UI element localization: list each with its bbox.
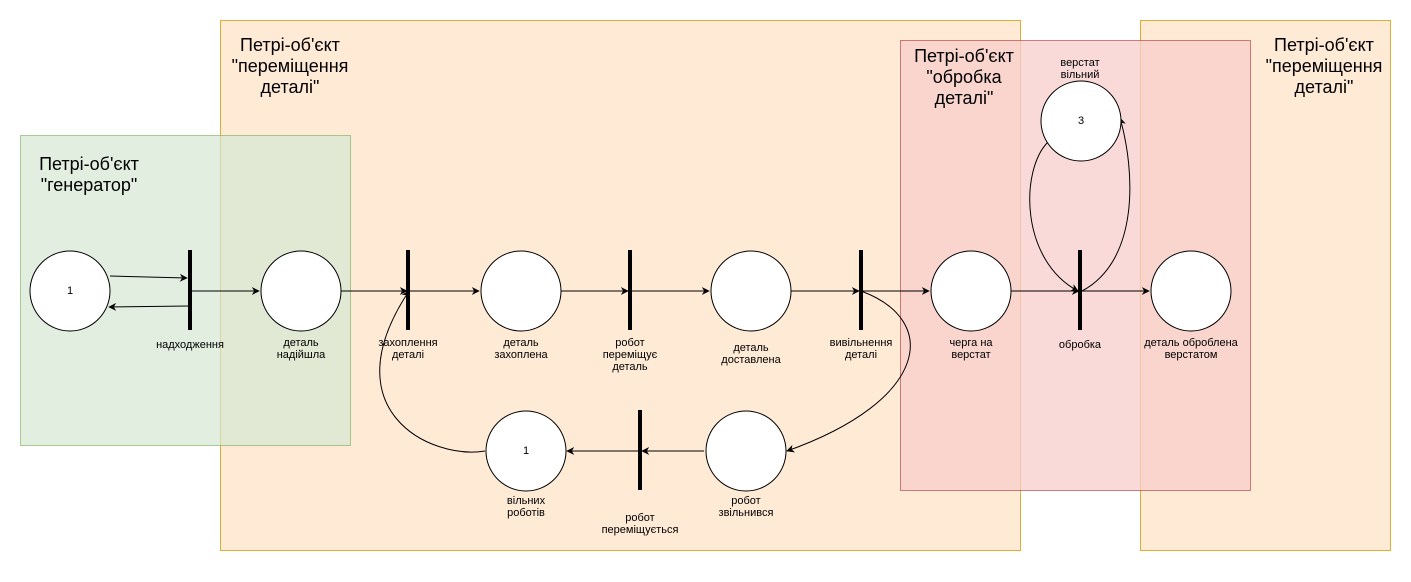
transitions-group <box>188 250 1082 490</box>
arc-free-robots-to-capture <box>379 290 486 453</box>
arc-arrival-to-generator <box>108 302 190 311</box>
arcs-group <box>108 117 1150 455</box>
processing-title-line: Петрі-об'єкт <box>914 46 1014 66</box>
place-label: вільний <box>1061 69 1100 81</box>
place-token-count: 1 <box>523 445 529 457</box>
transition-label: деталі <box>845 349 877 361</box>
place-label: доставлена <box>721 354 781 366</box>
arc-processing-to-machine-free <box>1081 117 1131 292</box>
places-group: 1 3 1 <box>29 80 1232 492</box>
place-label: верстатом <box>1165 349 1218 361</box>
place-label: звільнився <box>719 507 774 519</box>
transition-label: захоплення <box>378 337 437 349</box>
move-detail-title-line: "переміщення <box>231 56 349 76</box>
arc-machine-free-to-processing <box>1029 141 1079 292</box>
transition-label: переміщує <box>603 349 658 361</box>
petri-object-move-detail-region <box>220 20 1021 551</box>
place-label: деталь <box>503 337 539 349</box>
move-detail-title: Петрі-об'єкт "переміщення деталі" <box>232 35 349 98</box>
place-label: деталь оброблена <box>1144 337 1238 349</box>
place-label: деталь <box>283 337 319 349</box>
transition-label: робот <box>615 337 644 349</box>
place-token-count: 3 <box>1078 115 1084 127</box>
move-detail-title-right-line: деталі" <box>1294 77 1354 97</box>
place-arrived <box>260 250 342 332</box>
place-processed <box>1150 250 1232 332</box>
place-captured <box>480 250 562 332</box>
processing-title-line: "обробка <box>926 67 1002 87</box>
place-queue <box>930 250 1012 332</box>
generator-title-line: Петрі-об'єкт <box>39 154 139 174</box>
place-label: надійшла <box>277 349 326 361</box>
place-label: роботів <box>507 507 545 519</box>
place-label: вільних <box>507 495 546 507</box>
place-label: захоплена <box>494 349 548 361</box>
place-gen <box>29 250 111 332</box>
place-delivered <box>710 250 792 332</box>
transition-label: переміщується <box>602 524 679 536</box>
move-detail-title-right: Петрі-об'єкт "переміщення деталі" <box>1266 35 1383 98</box>
place-free-robots <box>485 410 567 492</box>
move-detail-title-right-line: "переміщення <box>1265 56 1383 76</box>
place-robot-released <box>705 410 787 492</box>
place-label: деталь <box>733 342 769 354</box>
generator-title-line: "генератор" <box>40 175 138 195</box>
arc-generator-to-arrival <box>109 273 188 282</box>
labels-group: детальнадійшладетальзахопленадетальдоста… <box>156 57 1239 536</box>
place-machine-free <box>1040 80 1122 162</box>
move-detail-title-line: деталі" <box>260 77 320 97</box>
place-label: верстат <box>1060 57 1099 69</box>
move-detail-title-right-line: Петрі-об'єкт <box>1274 35 1374 55</box>
place-token-count: 1 <box>67 285 73 297</box>
transition-label: деталь <box>612 361 648 373</box>
move-detail-title-line: Петрі-об'єкт <box>240 35 340 55</box>
arc-release-to-robot-released <box>786 290 911 453</box>
generator-title: Петрі-об'єкт "генератор" <box>39 154 139 196</box>
processing-title-line: деталі" <box>934 88 994 108</box>
transition-label: деталі <box>392 349 424 361</box>
place-label: верстат <box>951 349 990 361</box>
processing-title: Петрі-об'єкт "обробка деталі" <box>914 46 1014 109</box>
place-label: черга на <box>949 337 993 349</box>
transition-label: надходження <box>156 339 224 351</box>
transition-label: робот <box>625 512 654 524</box>
place-label: робот <box>731 495 760 507</box>
transition-label: обробка <box>1059 339 1102 351</box>
transition-label: вивільнення <box>830 337 893 349</box>
